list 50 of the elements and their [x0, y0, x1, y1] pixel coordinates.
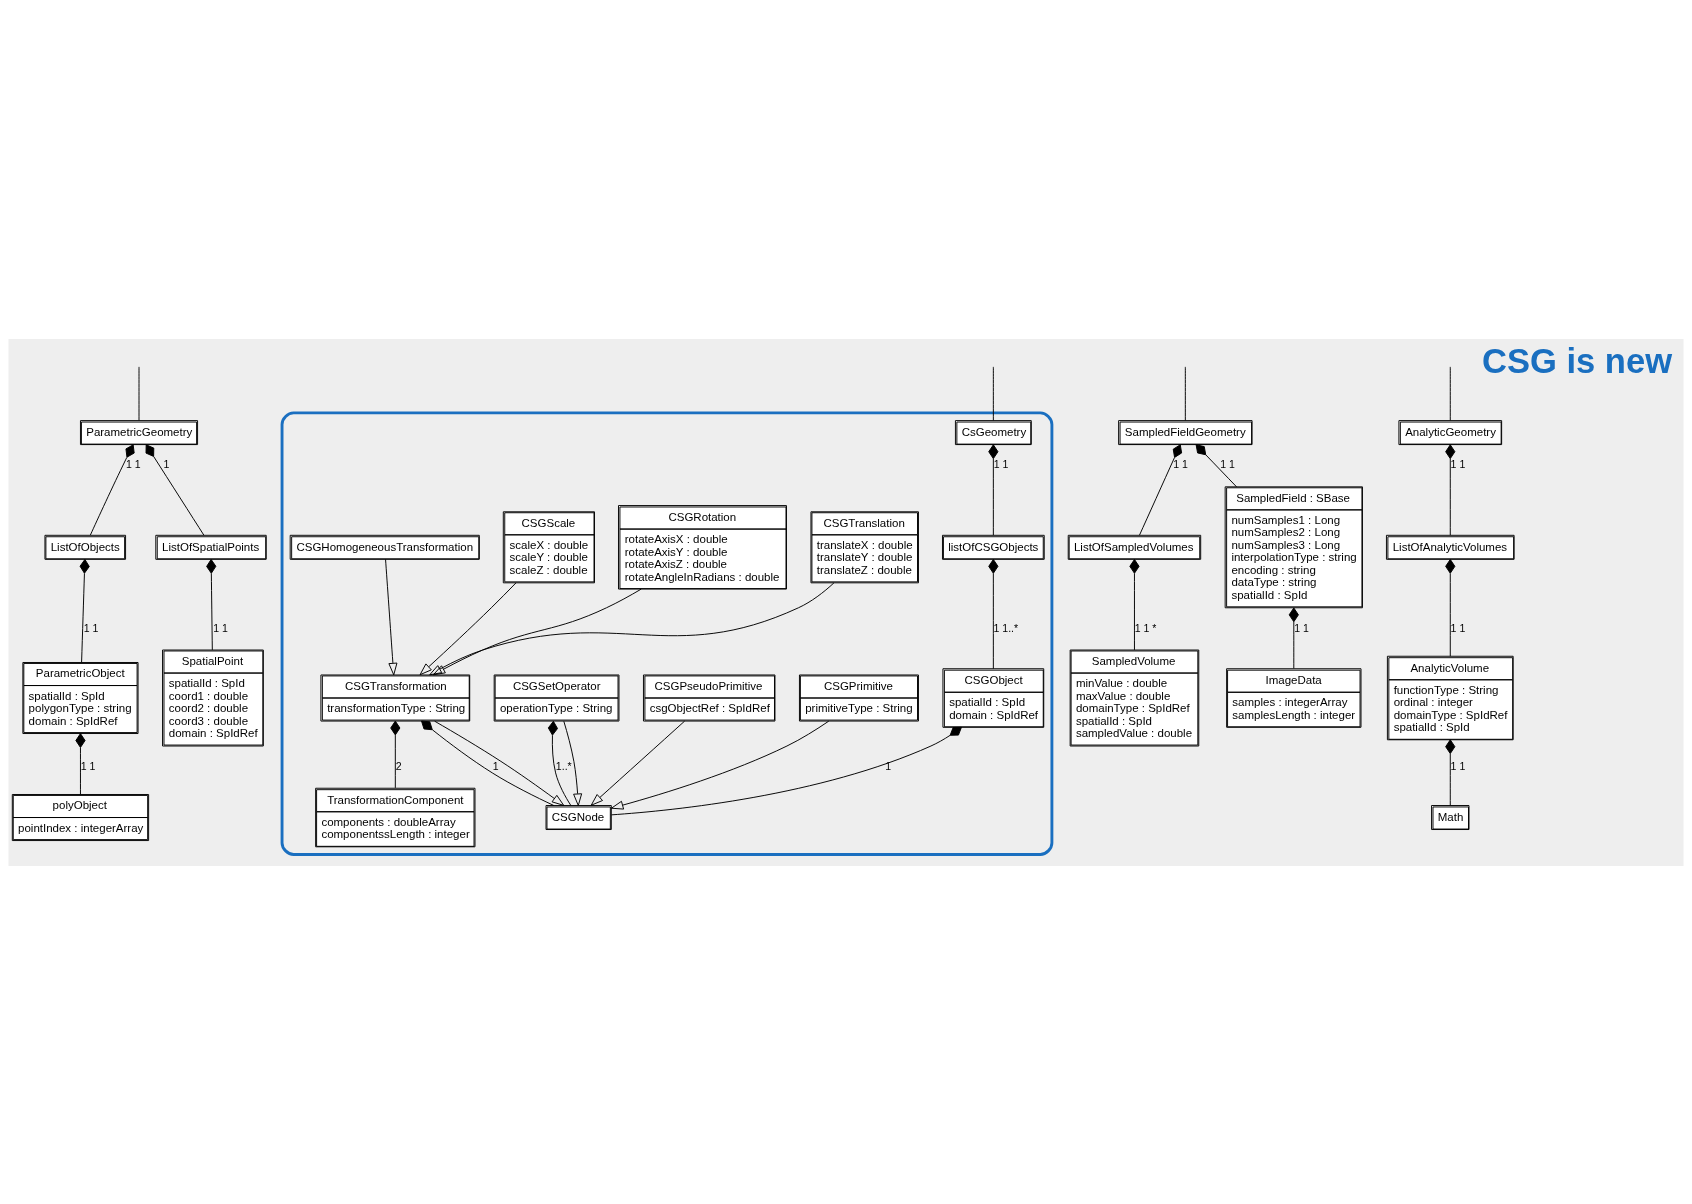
connector [547, 720, 572, 806]
edge-label: 1 [492, 759, 499, 772]
arrow [434, 720, 565, 806]
connector [138, 365, 140, 421]
cluster [280, 410, 1054, 856]
arrow [590, 720, 686, 806]
edge-label: 1 1 [213, 621, 228, 634]
edge-label: 2 [395, 759, 402, 772]
connector [206, 558, 217, 650]
connector [1288, 606, 1299, 669]
arrow [432, 588, 642, 675]
edge-label: 1 1 [83, 621, 99, 634]
edge-label: 1..* [555, 759, 572, 772]
connector [1184, 365, 1186, 421]
connector [988, 443, 999, 536]
edge-label: 1 1 [1294, 621, 1309, 634]
connector [1449, 365, 1451, 421]
arrow [419, 581, 517, 675]
connector [1129, 558, 1140, 650]
arrow [429, 581, 835, 675]
connector [390, 720, 401, 788]
edge-label: 1 1..* [993, 621, 1019, 634]
edge-label: 1 1 [1173, 457, 1188, 470]
edge-label: 1 1 [1450, 621, 1466, 634]
arrow [385, 558, 398, 675]
edge-label: 1 1 [125, 457, 141, 470]
connector [992, 365, 994, 421]
arrow [563, 720, 583, 806]
connector [421, 720, 555, 806]
connector [1445, 443, 1456, 536]
connector [988, 558, 999, 669]
edge-label: 1 1 [1450, 759, 1466, 772]
edge-label: 1 1 [1220, 457, 1235, 470]
connector [1195, 443, 1237, 487]
connector [1445, 738, 1456, 806]
connector [611, 726, 962, 815]
edge-label: 1 [885, 759, 892, 772]
edge-label: 1 1 [993, 457, 1009, 470]
connector [75, 732, 86, 795]
connector [1139, 443, 1183, 536]
connector [89, 443, 135, 536]
connector [145, 443, 205, 536]
connector [79, 558, 90, 663]
edge-label: 1 1 * [1134, 621, 1157, 634]
label: CSG is new [1481, 341, 1673, 380]
arrow [610, 720, 830, 810]
connector [1445, 558, 1456, 657]
edge-label: 1 1 [1450, 457, 1466, 470]
edge-label: 1 [163, 457, 170, 470]
edge-label: 1 1 [80, 759, 96, 772]
